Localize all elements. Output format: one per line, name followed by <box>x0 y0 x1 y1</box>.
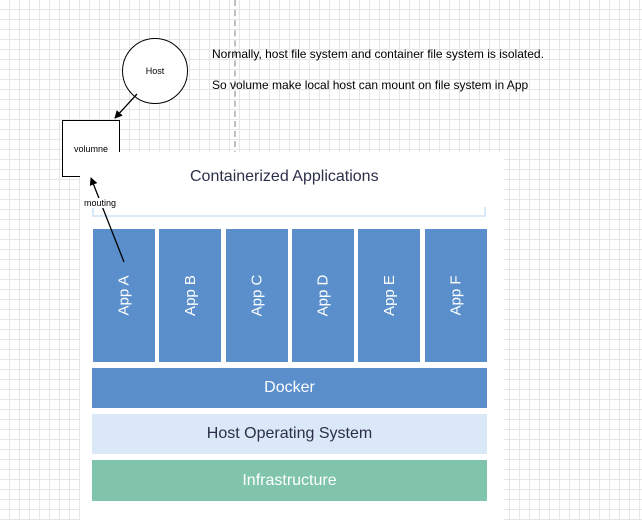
note-volume-mount: So volume make local host can mount on f… <box>212 78 529 92</box>
docker-layer[interactable]: Docker <box>92 368 487 408</box>
infrastructure-layer[interactable]: Infrastructure <box>92 460 487 501</box>
app-e-box[interactable]: App E <box>358 229 420 362</box>
app-b-box[interactable]: App B <box>159 229 221 362</box>
host-node[interactable]: Host <box>122 38 188 104</box>
panel-title: Containerized Applications <box>190 168 379 185</box>
infrastructure-label: Infrastructure <box>242 471 337 489</box>
host-os-layer[interactable]: Host Operating System <box>92 414 487 454</box>
app-d-box[interactable]: App D <box>292 229 354 362</box>
app-a-box[interactable]: App A <box>93 229 155 362</box>
host-os-label: Host Operating System <box>206 425 373 442</box>
host-label: Host <box>145 66 165 76</box>
volume-label: volumne <box>73 143 109 154</box>
host-to-volume-arrow <box>114 93 138 119</box>
apps-bracket <box>92 207 486 217</box>
app-c-box[interactable]: App C <box>226 229 288 362</box>
mouting-edge-label: mouting <box>83 198 118 208</box>
app-to-volume-arrow <box>89 177 125 263</box>
note-isolation: Normally, host file system and container… <box>212 47 544 61</box>
docker-label: Docker <box>264 379 315 396</box>
app-f-box[interactable]: App F <box>425 229 487 362</box>
